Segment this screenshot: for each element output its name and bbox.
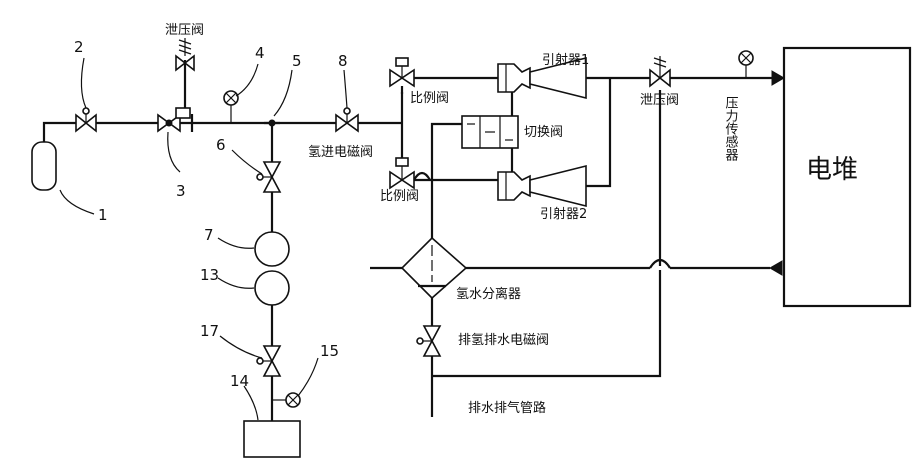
pressure-gauge-4 <box>224 91 238 105</box>
label-num-6: 6 <box>216 136 226 154</box>
sensor-15 <box>286 393 300 407</box>
purge-solenoid-valve <box>417 326 440 356</box>
label-ejector-2: 引射器2 <box>540 206 587 222</box>
label-proportional-valve-top: 比例阀 <box>410 91 449 106</box>
hydrogen-tank <box>32 142 56 190</box>
label-pressure-sensor: 压力传感器 <box>723 96 739 162</box>
proportional-valve-bottom <box>390 158 414 188</box>
relief-valve-right <box>650 56 670 86</box>
label-num-15: 15 <box>320 342 339 360</box>
label-switch-valve: 切换阀 <box>524 125 563 140</box>
tank-14 <box>244 421 300 457</box>
valve-6 <box>257 162 280 192</box>
label-ejector-1: 引射器1 <box>542 52 589 68</box>
valve-2 <box>76 108 96 131</box>
label-relief-valve-right: 泄压阀 <box>640 93 679 108</box>
label-num-1: 1 <box>98 206 108 224</box>
label-num-13: 13 <box>200 266 219 284</box>
component-7 <box>255 232 289 266</box>
proportional-valve-top <box>390 58 414 94</box>
label-stack: 电堆 <box>806 155 858 185</box>
pressure-sensor <box>739 51 753 78</box>
label-num-5: 5 <box>292 52 302 70</box>
label-separator: 氢水分离器 <box>456 286 521 302</box>
label-num-7: 7 <box>204 226 214 244</box>
tee-5 <box>264 120 280 126</box>
label-num-14: 14 <box>230 372 249 390</box>
label-proportional-valve-bottom: 比例阀 <box>380 189 419 204</box>
ejector-2 <box>498 148 586 206</box>
label-purge-solenoid: 排氢排水电磁阀 <box>458 333 549 348</box>
valve-17 <box>257 346 280 376</box>
label-num-2: 2 <box>74 38 84 56</box>
main-piping <box>44 60 772 421</box>
label-relief-valve-top: 泄压阀 <box>165 23 204 38</box>
component-13 <box>255 271 289 305</box>
label-num-17: 17 <box>200 322 219 340</box>
label-exhaust-line: 排水排气管路 <box>468 400 546 416</box>
label-num-8: 8 <box>338 52 348 70</box>
label-hydrogen-inlet-solenoid: 氢进电磁阀 <box>308 145 373 160</box>
switch-valve <box>462 116 518 148</box>
label-num-3: 3 <box>176 182 186 200</box>
hydrogen-inlet-solenoid-valve <box>336 108 358 131</box>
label-num-4: 4 <box>255 44 265 62</box>
